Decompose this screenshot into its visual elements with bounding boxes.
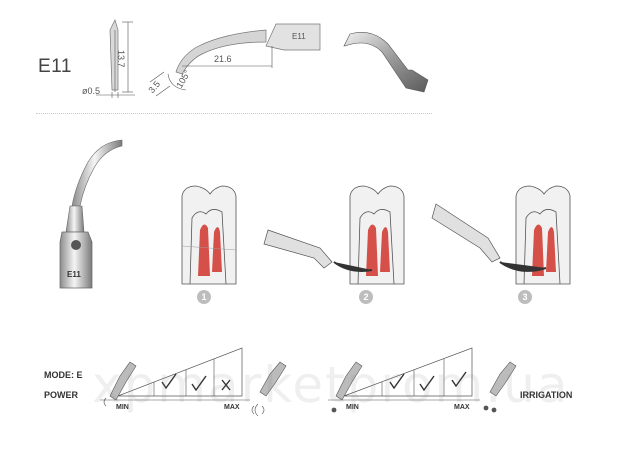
- large-tip-engraving: E11: [67, 270, 81, 279]
- step-1-badge: 1: [197, 290, 211, 304]
- irrigation-max-label: MAX: [454, 404, 470, 411]
- irrigation-min-label: MIN: [346, 404, 359, 411]
- power-min-label: MIN: [116, 404, 129, 411]
- tip-model-label: E11: [38, 56, 72, 77]
- step-2-badge: 2: [359, 290, 373, 304]
- length-dimension: 21.6: [214, 54, 232, 64]
- step-3-badge: 3: [518, 290, 532, 304]
- mode-label: MODE: E: [44, 370, 83, 380]
- diameter-dimension: ø0.5: [82, 86, 101, 96]
- irrigation-label: IRRIGATION: [520, 390, 573, 400]
- power-max-label: MAX: [224, 404, 240, 411]
- watermark-text: xpmarketprom.ua: [92, 356, 570, 414]
- power-label: POWER: [44, 390, 79, 400]
- header-divider: [36, 113, 432, 114]
- tip-engraving: E11: [292, 32, 306, 41]
